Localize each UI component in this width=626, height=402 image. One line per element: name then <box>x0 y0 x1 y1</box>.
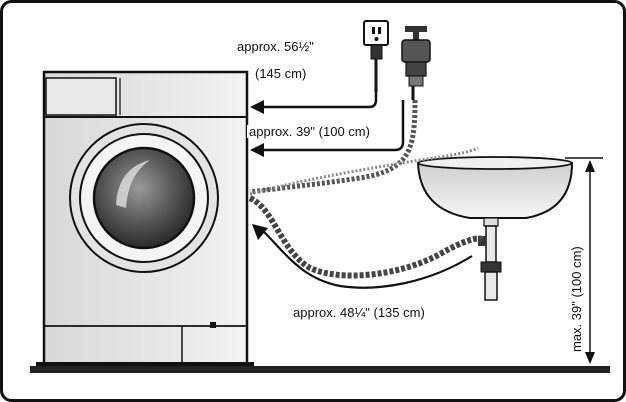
drain-hose <box>248 195 486 279</box>
floor-line <box>30 366 610 373</box>
power-arrow <box>250 92 378 114</box>
water-tap-icon <box>401 26 431 100</box>
power-length-label: approx. 56½" <box>237 39 314 54</box>
power-length-metric-label: (145 cm) <box>255 66 307 81</box>
washing-machine-icon <box>36 70 254 366</box>
max-height-dimension <box>565 157 603 364</box>
drain-length-label: approx. 48¼" (135 cm) <box>293 305 425 320</box>
inlet-arrow <box>250 100 405 157</box>
inlet-length-label: approx. 39" (100 cm) <box>247 124 372 139</box>
max-height-label: max. 39" (100 cm) <box>569 246 584 352</box>
drain-arrow <box>252 224 473 289</box>
sink-icon <box>416 156 574 301</box>
wall-outlet-icon <box>363 20 389 92</box>
inlet-hose <box>249 99 418 195</box>
